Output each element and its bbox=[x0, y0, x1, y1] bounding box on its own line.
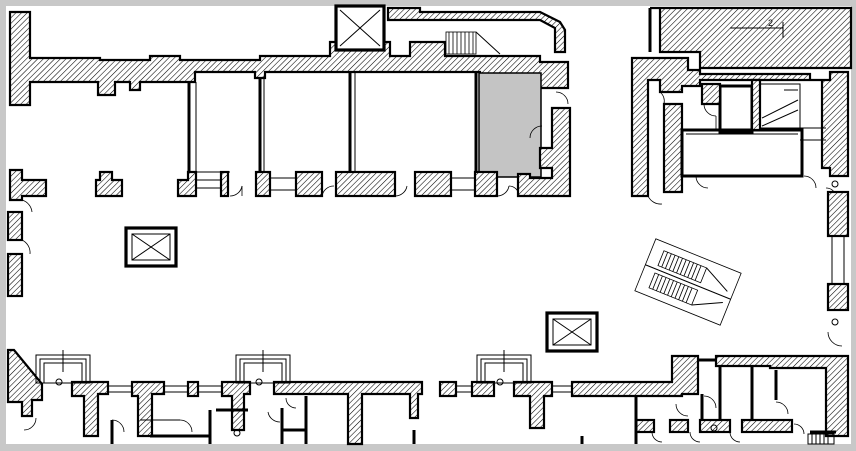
upper-block-east-wall bbox=[516, 106, 572, 198]
highlighted-room bbox=[478, 72, 542, 178]
entrance-porch-centre bbox=[235, 350, 291, 386]
door-swings-north bbox=[229, 91, 569, 197]
entrance-porch-west bbox=[35, 350, 91, 386]
stair-marker-label: 2 bbox=[768, 18, 773, 28]
south-small-rooms bbox=[23, 396, 584, 444]
south-east-partitions bbox=[634, 358, 836, 445]
top-elevator bbox=[334, 4, 386, 52]
south-piers bbox=[70, 354, 700, 446]
window-openings-north bbox=[196, 177, 475, 191]
west-elevator bbox=[124, 226, 178, 268]
east-exterior-wall bbox=[826, 180, 850, 347]
door-swings-east bbox=[647, 91, 837, 205]
central-elevator bbox=[545, 311, 599, 353]
east-rooms-outer-wall bbox=[630, 56, 850, 198]
corridor-piers-north bbox=[8, 168, 499, 202]
stair-marker: 2 bbox=[730, 18, 784, 38]
south-east-rooms-wall bbox=[714, 354, 850, 438]
room-partitions-top bbox=[187, 72, 478, 178]
upper-stair bbox=[445, 31, 501, 55]
west-wall bbox=[6, 199, 33, 298]
entrance-porch-east bbox=[476, 350, 532, 386]
east-inner-wall bbox=[662, 102, 684, 194]
upper-wall-segment bbox=[386, 6, 567, 54]
east-solid-mass bbox=[650, 6, 853, 70]
rotated-staircase bbox=[634, 238, 742, 326]
window-openings-south bbox=[108, 385, 572, 393]
east-room-partitions bbox=[680, 78, 826, 178]
south-exterior-wall bbox=[6, 348, 44, 418]
